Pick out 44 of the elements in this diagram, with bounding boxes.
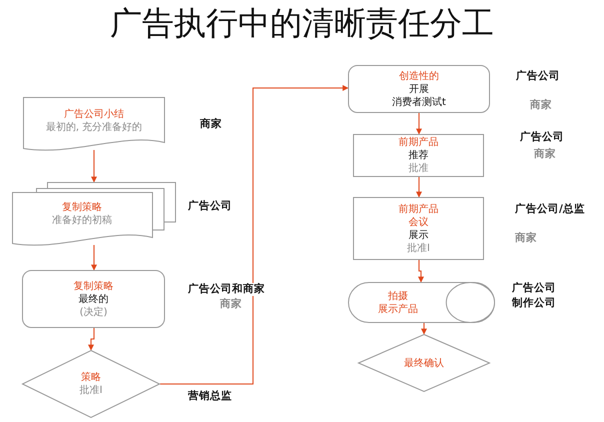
step-text: 开展 — [409, 82, 429, 96]
step-text: 推荐 — [408, 149, 428, 162]
arrow — [91, 244, 97, 271]
step-text: 最初的, 充分准备好的 — [46, 121, 142, 134]
step-text: 展示 — [408, 228, 428, 242]
step-text: 批准 — [408, 162, 428, 175]
role-label: 广告公司和商家 — [188, 283, 265, 296]
role-label: 广告公司 — [512, 282, 556, 295]
step-heading: 最终确认 — [404, 356, 444, 370]
arrow — [88, 328, 94, 351]
role-label: 商家 — [530, 99, 552, 112]
arrow — [421, 322, 427, 335]
role-label: 广告公司 — [188, 200, 232, 213]
role-label: 商家 — [200, 118, 222, 131]
arrow — [416, 112, 422, 135]
step-heading: 广告公司小结 — [64, 108, 124, 121]
step-heading: 前期产品 — [398, 136, 438, 149]
arrow — [418, 260, 424, 283]
diagram-title: 广告执行中的清晰责任分工 — [109, 3, 495, 44]
arrow — [160, 85, 349, 384]
role-label: 制作公司 — [512, 297, 556, 310]
role-label: 商家 — [515, 232, 537, 245]
step-text: 准备好的初稿 — [52, 214, 112, 227]
role-label: 广告公司 — [516, 70, 560, 83]
step-text: 展示产品 — [378, 302, 418, 316]
step-heading: 拍摄 — [388, 290, 408, 302]
arrow — [91, 150, 97, 183]
role-label: 商家 — [220, 298, 242, 311]
step-text: 批准I — [407, 242, 430, 254]
step-heading: 策略 — [81, 371, 101, 384]
role-label: 商家 — [534, 148, 556, 161]
step-text: 会议 — [408, 216, 428, 228]
step-heading: 创造性的 — [399, 70, 439, 82]
arrow — [416, 176, 422, 198]
step-text: 消费者测试t — [392, 96, 446, 108]
role-label: 营销总监 — [188, 390, 232, 403]
step-text: 最终的 — [78, 292, 108, 306]
step-heading: 复制策略 — [62, 201, 102, 214]
step-text: (决定) — [80, 306, 108, 318]
step-heading: 前期产品 — [398, 202, 438, 216]
role-label: 广告公司 — [520, 131, 564, 144]
role-label: 广告公司/总监 — [515, 203, 585, 216]
step-heading: 复制策略 — [74, 280, 114, 292]
step-text: 批准I — [80, 384, 102, 397]
